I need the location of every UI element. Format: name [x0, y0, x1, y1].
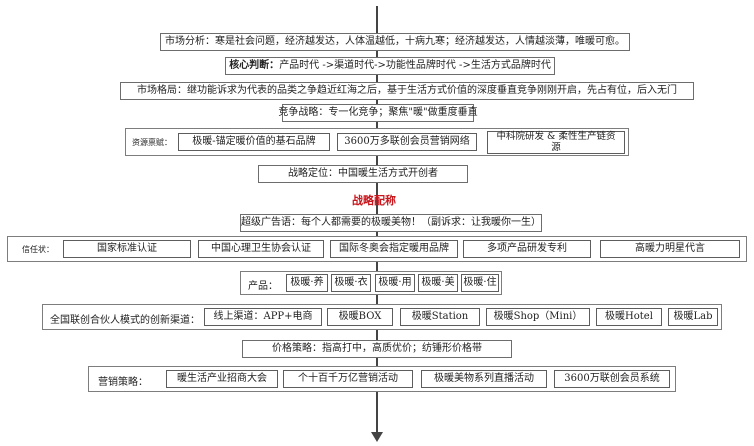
channel-item-box: 极暖BOX [327, 308, 393, 326]
trust-item-winter-olympics-text: 国际冬奥会指定暖用品牌 [339, 243, 449, 255]
resources-label: 资源禀赋： [132, 138, 172, 147]
marketing-item-investment-conference-text: 暖生活产业招商大会 [177, 373, 267, 385]
resource-item-brand-text: 极暖-锚定暖价值的基石品牌 [192, 136, 316, 148]
marketing-label: 营销策略： [98, 377, 148, 388]
slogan-text: 超级广告语：每个人都需要的极暖美物！（副诉求：让我暖你一生） [241, 217, 541, 229]
product-item-zhu-text: 极暖·住 [463, 277, 497, 289]
product-item-yang-text: 极暖·养 [290, 277, 324, 289]
trust-item-patents-text: 多项产品研发专利 [487, 243, 567, 255]
channel-item-station-text: 极暖Station [411, 311, 469, 323]
resource-item-rnd-text: 中科院研发 & 柔性生产链资源 [496, 130, 616, 153]
channel-item-lab-text: 极暖Lab [673, 311, 713, 323]
pricing-text: 价格策略：指高打中，高质优价；纺锤形价格带 [272, 343, 482, 355]
channels-label: 全国联创合伙人模式的创新渠道： [50, 315, 200, 326]
channel-item-box-text: 极暖BOX [338, 311, 382, 323]
positioning-text: 战略定位：中国暖生活方式开创者 [288, 168, 438, 180]
product-item-yang: 极暖·养 [286, 274, 328, 292]
resource-item-network: 3600万多联创会员营销网络 [337, 133, 477, 151]
core-judgment-label: 核心判断： [229, 60, 280, 72]
product-item-yong-text: 极暖·用 [378, 277, 412, 289]
marketing-item-investment-conference: 暖生活产业招商大会 [166, 370, 278, 388]
channel-item-shop-text: 极暖Shop（Mini） [493, 311, 583, 323]
product-item-yi: 极暖·衣 [331, 274, 371, 292]
core-judgment-text: 产品时代 ->渠道时代->功能性品牌时代 ->生活方式品牌时代 [279, 60, 551, 72]
trust-label: 信任状： [22, 245, 54, 254]
channel-item-station: 极暖Station [400, 308, 480, 326]
channel-item-lab: 极暖Lab [668, 308, 718, 326]
trust-item-celebrity-text: 高暖力明星代言 [635, 243, 705, 255]
market-analysis-text: 市场分析：寒是社会问题，经济越发达，人体温越低，十病九寒；经济越发达，人情越淡薄… [165, 36, 625, 48]
product-item-mei: 极暖·美 [418, 274, 458, 292]
trust-item-psychology-association: 中国心理卫生协会认证 [198, 240, 324, 258]
trust-item-national-standard-text: 国家标准认证 [97, 243, 157, 255]
channel-item-hotel: 极暖Hotel [596, 308, 662, 326]
marketing-item-campaign-text: 个十百千万亿营销活动 [298, 373, 398, 385]
product-item-mei-text: 极暖·美 [421, 277, 455, 289]
market-pattern-box: 市场格局：继功能诉求为代表的品类之争趋近红海之后，基于生活方式价值的深度垂直竞争… [120, 82, 694, 100]
strategy-config-title: 战略配称 [352, 194, 396, 207]
channel-item-online: 线上渠道：APP+电商 [204, 308, 322, 326]
product-item-zhu: 极暖·住 [461, 274, 499, 292]
resource-item-brand: 极暖-锚定暖价值的基石品牌 [178, 133, 330, 151]
market-analysis-box: 市场分析：寒是社会问题，经济越发达，人体温越低，十病九寒；经济越发达，人情越淡薄… [160, 33, 630, 51]
marketing-item-campaign: 个十百千万亿营销活动 [283, 370, 413, 388]
product-item-yi-text: 极暖·衣 [334, 277, 368, 289]
market-pattern-text: 市场格局：继功能诉求为代表的品类之争趋近红海之后，基于生活方式价值的深度垂直竞争… [137, 85, 677, 97]
trust-item-winter-olympics: 国际冬奥会指定暖用品牌 [330, 240, 458, 258]
competition-strategy-box: 竞争战略：专一化竞争；聚焦"暖"做重度垂直 [278, 104, 478, 122]
marketing-item-member-system-text: 3600万联创会员系统 [564, 373, 660, 385]
slogan-box: 超级广告语：每个人都需要的极暖美物！（副诉求：让我暖你一生） [240, 214, 542, 232]
competition-strategy-text: 竞争战略：专一化竞争；聚焦"暖"做重度垂直 [278, 107, 478, 119]
positioning-box: 战略定位：中国暖生活方式开创者 [258, 165, 468, 183]
trust-item-celebrity: 高暖力明星代言 [600, 240, 740, 258]
products-panel [240, 271, 502, 295]
core-judgment-box: 核心判断： 产品时代 ->渠道时代->功能性品牌时代 ->生活方式品牌时代 [225, 57, 555, 75]
resource-item-rnd: 中科院研发 & 柔性生产链资源 [487, 131, 625, 154]
product-item-yong: 极暖·用 [375, 274, 415, 292]
marketing-item-livestream-text: 极暖美物系列直播活动 [434, 373, 534, 385]
marketing-item-livestream: 极暖美物系列直播活动 [421, 370, 547, 388]
marketing-item-member-system: 3600万联创会员系统 [554, 370, 670, 388]
trust-item-psychology-association-text: 中国心理卫生协会认证 [211, 243, 311, 255]
trust-item-patents: 多项产品研发专利 [463, 240, 591, 258]
resource-item-network-text: 3600万多联创会员营销网络 [344, 136, 470, 148]
channel-item-hotel-text: 极暖Hotel [605, 311, 653, 323]
channel-item-shop: 极暖Shop（Mini） [486, 308, 590, 326]
trust-item-national-standard: 国家标准认证 [63, 240, 191, 258]
pricing-box: 价格策略：指高打中，高质优价；纺锤形价格带 [242, 340, 512, 358]
products-label: 产品： [248, 281, 278, 292]
spine-arrowhead-icon [371, 432, 383, 442]
channel-item-online-text: 线上渠道：APP+电商 [213, 311, 313, 323]
